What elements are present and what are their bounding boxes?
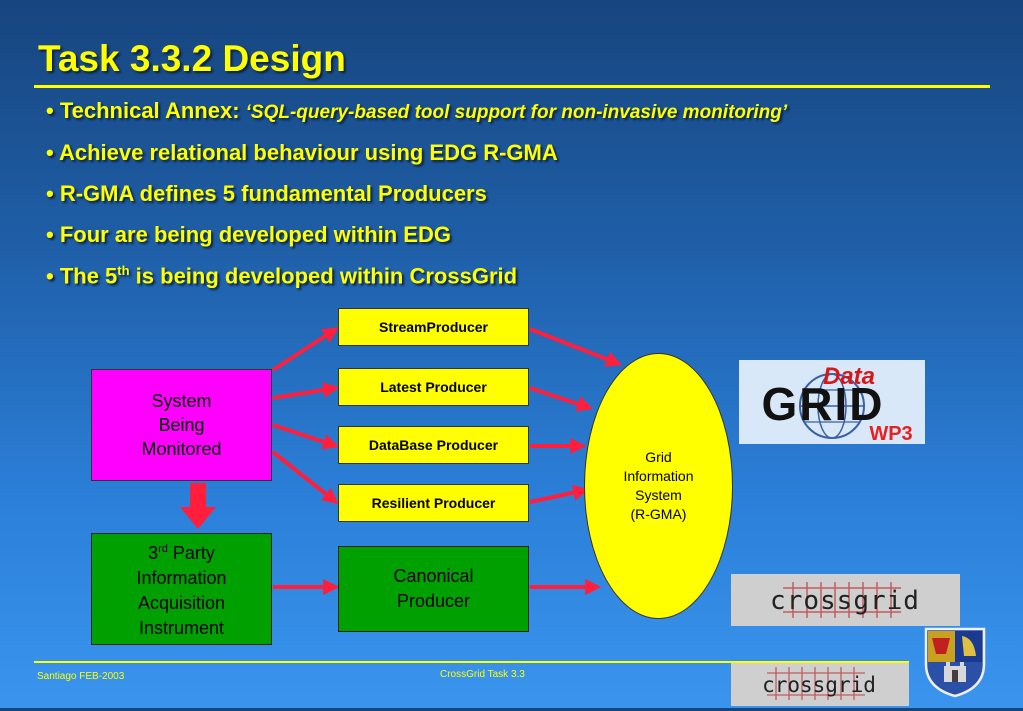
footer-date-location: Santiago FEB-2003 (37, 671, 125, 682)
slide-title: Task 3.3.2 Design (38, 38, 346, 79)
crossgrid-logo-footer: crossgrid (731, 661, 909, 706)
third-line-3: Acquisition (137, 593, 226, 613)
down-arrow-system-to-third (180, 483, 216, 529)
bullet-five-producers: • R-GMA defines 5 fundamental Producers (46, 181, 487, 206)
system-line-3: Monitored (141, 439, 222, 459)
grid-information-system-ellipse: Grid Information System (R-GMA) (584, 353, 733, 619)
canonical-line-1: Canonical (393, 566, 474, 586)
bullet-four-edg: • Four are being developed within EDG (46, 222, 451, 247)
coat-of-arms-graphic (924, 627, 986, 698)
footer-rule (34, 661, 909, 663)
third-sup: rd (158, 543, 168, 555)
bullet-fifth-crossgrid: • The 5th is being developed within Cros… (46, 263, 517, 289)
arrow-system-to-latest (272, 382, 340, 400)
third-line-2: Information (136, 568, 227, 588)
canonical-producer-box: Canonical Producer (338, 546, 529, 632)
third-line-4: Instrument (138, 618, 225, 638)
footer-task-label: CrossGrid Task 3.3 (440, 669, 525, 680)
system-line-2: Being (158, 415, 205, 435)
datagrid-logo-graphic: Data GRID WP3 (762, 363, 913, 445)
canonical-line-2: Producer (396, 591, 471, 611)
gis-line-2: Information (623, 468, 694, 484)
crossgrid-logo-main: crossgrid (731, 574, 960, 626)
stream-producer-box: StreamProducer (338, 308, 529, 346)
coat-of-arms-icon (922, 626, 988, 698)
bullet-fifth-suffix: is being developed within CrossGrid (129, 263, 518, 289)
third-party-word: Party (167, 543, 215, 563)
bullet-fifth-sup: th (117, 263, 130, 278)
crossgrid-logo-graphic: crossgrid (770, 582, 920, 618)
system-line-1: System (151, 391, 212, 411)
datagrid-wp3-logo: Data GRID WP3 (739, 360, 925, 445)
crossgrid-footer-graphic: crossgrid (762, 667, 876, 700)
latest-producer-box: Latest Producer (338, 368, 529, 406)
datagrid-logo-word-grid: GRID (762, 378, 885, 430)
arrow-system-to-resilient (271, 450, 339, 504)
arrow-system-to-database (272, 423, 340, 450)
crossgrid-logo-text: crossgrid (770, 586, 920, 616)
arrow-latest-to-gis (529, 386, 594, 412)
bullet-technical-annex-label: • Technical Annex: (46, 98, 246, 123)
title-underline (34, 85, 990, 88)
bullet-technical-annex-quote: ‘SQL-query-based tool support for non-in… (245, 102, 788, 123)
arrow-system-to-stream (271, 327, 339, 372)
third-party-instrument-box: 3rd Party Information Acquisition Instru… (91, 533, 272, 645)
crossgrid-footer-text: crossgrid (762, 673, 876, 697)
datagrid-logo-word-data: Data (823, 363, 875, 390)
gis-line-4: (R-GMA) (630, 506, 687, 522)
system-being-monitored-box: System Being Monitored (91, 369, 272, 481)
bullet-technical-annex: • Technical Annex: ‘SQL-query-based tool… (46, 98, 787, 124)
resilient-producer-box: Resilient Producer (338, 484, 529, 522)
third-num: 3 (148, 543, 159, 563)
datagrid-logo-wp3: WP3 (869, 423, 912, 444)
bullet-relational-behaviour: • Achieve relational behaviour using EDG… (46, 140, 558, 165)
third-line-1: 3rd Party (136, 537, 226, 566)
bullet-fifth-prefix: • The 5 (46, 263, 118, 289)
arrow-stream-to-gis (529, 327, 622, 367)
arrow-resilient-to-gis (529, 484, 590, 504)
gis-line-1: Grid (645, 449, 672, 465)
database-producer-box: DataBase Producer (338, 426, 529, 464)
gis-line-3: System (635, 487, 682, 503)
